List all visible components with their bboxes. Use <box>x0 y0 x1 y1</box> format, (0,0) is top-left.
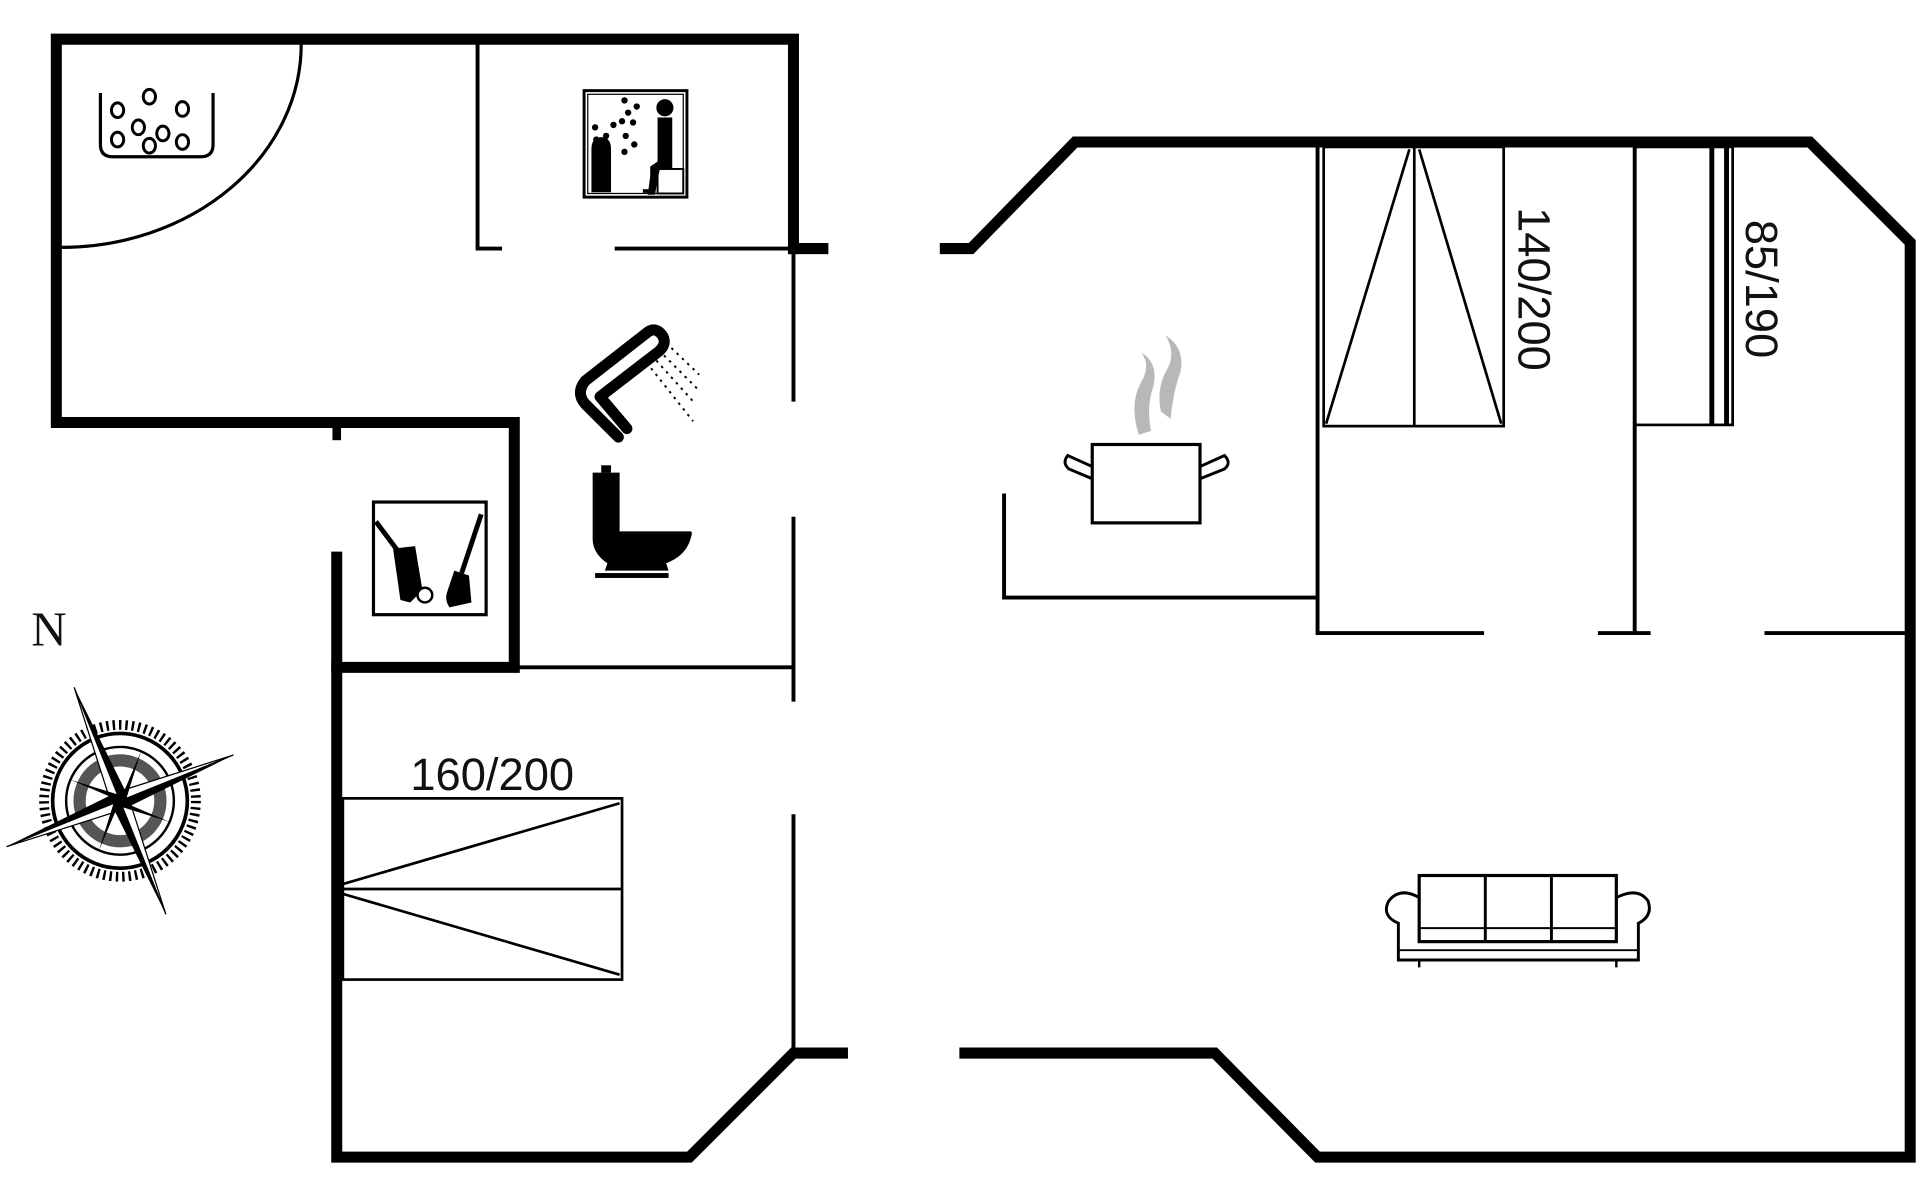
utility-room-icon <box>371 500 488 617</box>
bed-size-label-160-200: 160/200 <box>410 749 574 800</box>
bed-160-200 <box>341 797 624 981</box>
whirlpool-icon <box>98 87 215 159</box>
cooking-pot-icon <box>1063 335 1230 525</box>
bed-size-label-140-200: 140/200 <box>1508 207 1559 371</box>
door-arc <box>61 44 303 249</box>
shower-icon <box>574 324 700 443</box>
wall-right-block <box>939 136 1916 1163</box>
wall-lower-left <box>331 551 848 1163</box>
wall-bedroom2-left <box>1315 146 1485 636</box>
north-label: N <box>31 601 66 656</box>
bed-140-200 <box>1322 145 1506 428</box>
sauna-icon <box>582 89 689 199</box>
compass-rose-icon <box>6 687 234 915</box>
wall-kitchen-counter <box>1002 493 1318 600</box>
exterior-walls <box>50 33 1916 1163</box>
bed-85-190 <box>1633 145 1734 427</box>
sofa-icon <box>1384 873 1651 968</box>
toilet-icon <box>592 465 692 578</box>
interior-walls <box>475 41 1906 1051</box>
wall-sauna-left <box>475 41 503 251</box>
bed-size-label-85-190: 85/190 <box>1736 220 1787 359</box>
